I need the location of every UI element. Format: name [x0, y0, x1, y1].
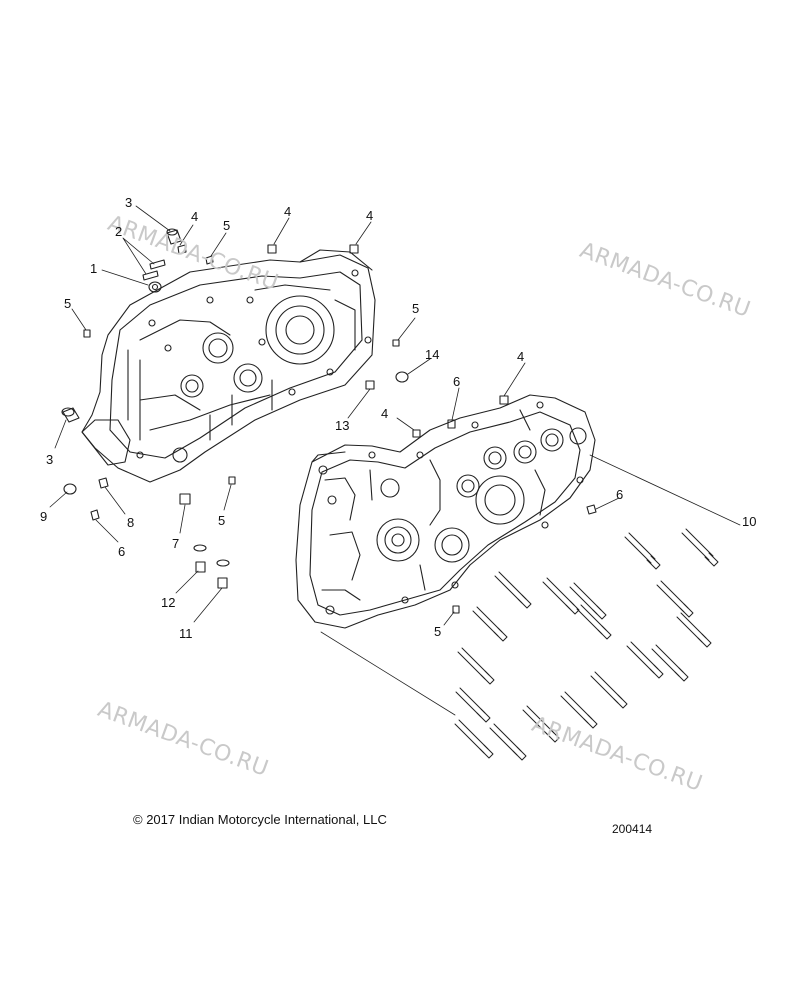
callout-6-left: 6 [118, 544, 126, 559]
left-crankcase-half [81, 249, 376, 483]
callout-4-top-b: 4 [284, 204, 292, 219]
callout-3-top: 3 [125, 195, 133, 210]
callout-5-top: 5 [223, 218, 231, 233]
callout-4-top-c: 4 [366, 208, 374, 223]
callout-5-lower: 5 [218, 513, 226, 528]
callout-5-mid: 5 [412, 301, 420, 316]
callout-13: 13 [335, 418, 350, 433]
callout-8: 8 [127, 515, 135, 530]
right-crankcase-half [295, 394, 596, 629]
callout-9: 9 [40, 509, 48, 524]
drawing-number: 200414 [612, 822, 653, 836]
callout-12: 12 [161, 595, 176, 610]
callout-11: 11 [179, 626, 193, 641]
copyright-notice: © 2017 Indian Motorcycle International, … [133, 812, 387, 827]
callout-5-left: 5 [64, 296, 72, 311]
callout-6-right: 6 [616, 487, 624, 502]
callout-10: 10 [742, 514, 757, 529]
callout-6-mid: 6 [453, 374, 461, 389]
small-parts [61, 228, 597, 614]
leader-lines [49, 205, 741, 716]
callout-4-mid-left: 4 [381, 406, 389, 421]
callout-4-mid-right: 4 [517, 349, 525, 364]
callout-1: 1 [90, 261, 98, 276]
callout-14: 14 [425, 347, 440, 362]
callout-7: 7 [172, 536, 180, 551]
callout-4-top-a: 4 [191, 209, 199, 224]
crankcase-bolts [454, 528, 719, 761]
callout-2: 2 [115, 224, 123, 239]
callout-3-left: 3 [46, 452, 54, 467]
callout-5-bottom: 5 [434, 624, 442, 639]
